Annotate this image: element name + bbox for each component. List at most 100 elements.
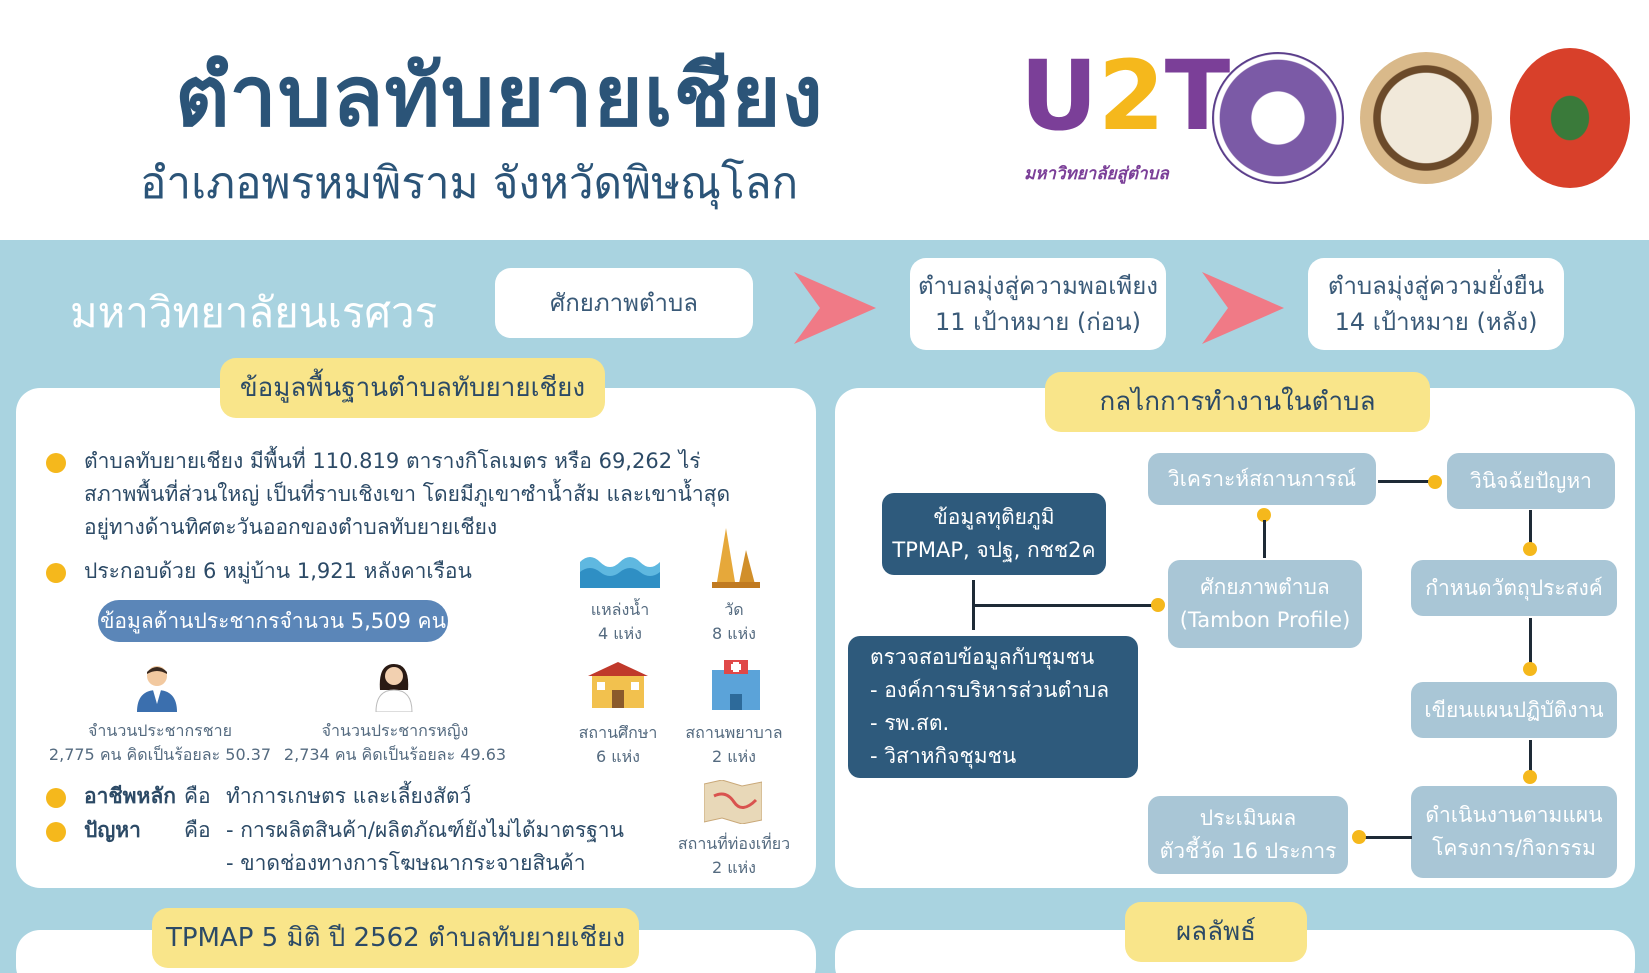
ministry-seal-icon — [1212, 52, 1344, 184]
evaluate-line2: ตัวชี้วัด 16 ประการ — [1159, 839, 1337, 863]
profile-line1: ศักยภาพตำบล — [1200, 575, 1330, 599]
occupation-value: ทำการเกษตร และเลี้ยงสัตว์ — [226, 784, 472, 808]
temple-label: วัด — [724, 600, 744, 619]
verify-title: ตรวจสอบข้อมูลกับชุมชน — [870, 645, 1095, 669]
female-label: จำนวนประชากรหญิง — [321, 721, 469, 740]
hospital-label: สถานพยาบาล — [685, 723, 783, 742]
connector-line — [1378, 480, 1434, 483]
problem-is: คือ — [184, 818, 211, 842]
sustainability-line2: 14 เป้าหมาย (หลัง) — [1334, 308, 1538, 336]
operate-line1: ดำเนินงานตามแผน — [1425, 803, 1603, 827]
connector-line — [1358, 836, 1412, 839]
basic-info-heading: ข้อมูลพื้นฐานตำบลทับยายเชียง — [220, 358, 605, 418]
hospital-building-icon — [708, 660, 764, 714]
temple-value: 8 แห่ง — [712, 624, 756, 643]
area-line2: สภาพพื้นที่ส่วนใหญ่ เป็นที่ราบเชิงเขา โด… — [84, 482, 731, 506]
objective-box: กำหนดวัตถุประสงค์ — [1411, 560, 1617, 616]
verify-item-3: - วิสาหกิจชุมชน — [870, 744, 1017, 768]
header: ตำบลทับยายเชียง อำเภอพรหมพิราม จังหวัดพิ… — [0, 0, 1649, 240]
bullet-dot-icon — [46, 453, 66, 473]
analyze-label: วิเคราะห์สถานการณ์ — [1167, 466, 1357, 491]
connector-dot-icon — [1523, 770, 1537, 784]
male-value: 2,775 คน คิดเป็นร้อยละ 50.37 — [48, 745, 272, 764]
female-person-icon — [372, 660, 416, 716]
profile-line2: (Tambon Profile) — [1179, 608, 1351, 632]
bullet-dot-icon — [46, 563, 66, 583]
connector-line — [972, 604, 1160, 607]
verify-item-2: - รพ.สต. — [870, 711, 950, 735]
connector-dot-icon — [1352, 830, 1366, 844]
tourism-label: สถานที่ท่องเที่ยว — [677, 834, 791, 853]
secondary-line1: ข้อมูลทุติยภูมิ — [933, 505, 1055, 529]
connector-line — [1529, 510, 1532, 546]
connector-line — [1529, 740, 1532, 776]
tourism-value: 2 แห่ง — [712, 858, 756, 877]
occupation-key: อาชีพหลัก — [84, 784, 176, 808]
tpmap-heading: TPMAP 5 มิติ ปี 2562 ตำบลทับยายเชียง — [152, 908, 639, 968]
occupation-is: คือ — [184, 784, 211, 808]
diagnose-box: วินิจฉัยปัญหา — [1447, 453, 1615, 509]
community-verify-box: ตรวจสอบข้อมูลกับชุมชน - องค์การบริหารส่ว… — [848, 636, 1138, 778]
potential-pill: ศักยภาพตำบล — [495, 268, 753, 338]
male-person-icon — [135, 664, 179, 716]
results-heading: ผลลัพธ์ — [1125, 902, 1307, 962]
bullet-dot-icon — [46, 788, 66, 808]
u2t-letter-2: 2 — [1097, 40, 1165, 152]
connector-dot-icon — [1523, 662, 1537, 676]
connector-dot-icon — [1151, 598, 1165, 612]
map-tourism-icon — [703, 779, 763, 828]
province-seal-icon — [1510, 48, 1630, 188]
connector-dot-icon — [1257, 508, 1271, 522]
area-line3: อยู่ทางด้านทิศตะวันออกของตำบลทับยายเชียง — [84, 515, 498, 539]
plan-box: เขียนแผนปฏิบัติงาน — [1411, 682, 1617, 738]
plan-label: เขียนแผนปฏิบัติงาน — [1424, 697, 1604, 722]
sufficiency-pill: ตำบลมุ่งสู่ความพอเพียง 11 เป้าหมาย (ก่อน… — [910, 258, 1166, 350]
male-label: จำนวนประชากรชาย — [88, 721, 232, 740]
school-value: 6 แห่ง — [596, 747, 640, 766]
page-subtitle: อำเภอพรหมพิราม จังหวัดพิษณุโลก — [140, 158, 799, 209]
water-waves-icon — [580, 552, 660, 592]
university-elephant-seal-icon — [1360, 52, 1492, 184]
female-value: 2,734 คน คิดเป็นร้อยละ 49.63 — [283, 745, 507, 764]
school-label: สถานศึกษา — [578, 723, 658, 742]
evaluate-box: ประเมินผล ตัวชี้วัด 16 ประการ — [1148, 796, 1348, 874]
u2t-letter-u: U — [1020, 40, 1098, 152]
school-building-icon — [588, 660, 648, 712]
u2t-subtitle: มหาวิทยาลัยสู่ตำบล — [1024, 164, 1169, 184]
sufficiency-line2: 11 เป้าหมาย (ก่อน) — [935, 308, 1141, 336]
secondary-line2: TPMAP, จปฐ, กชช2ค — [892, 538, 1096, 562]
potential-label: ศักยภาพตำบล — [550, 289, 698, 317]
population-badge: ข้อมูลด้านประชากรจำนวน 5,509 คน — [98, 600, 448, 642]
villages-text: ประกอบด้วย 6 หมู่บ้าน 1,921 หลังคาเรือน — [84, 559, 472, 583]
hospital-value: 2 แห่ง — [712, 747, 756, 766]
water-value: 4 แห่ง — [598, 624, 642, 643]
connector-dot-icon — [1523, 542, 1537, 556]
university-name: มหาวิทยาลัยนเรศวร — [70, 288, 438, 337]
diagnose-label: วินิจฉัยปัญหา — [1470, 468, 1592, 493]
connector-line — [1529, 618, 1532, 664]
logo-group: U2T มหาวิทยาลัยสู่ตำบล — [1020, 40, 1640, 200]
problem-item-2: - ขาดช่องทางการโฆษณากระจายสินค้า — [226, 851, 586, 875]
secondary-data-box: ข้อมูลทุติยภูมิ TPMAP, จปฐ, กชช2ค — [882, 493, 1106, 575]
evaluate-line1: ประเมินผล — [1199, 806, 1297, 830]
problem-item-1: - การผลิตสินค้า/ผลิตภัณฑ์ยังไม่ได้มาตรฐา… — [226, 818, 624, 842]
connector-line — [1263, 520, 1266, 558]
tambon-profile-box: ศักยภาพตำบล (Tambon Profile) — [1168, 560, 1362, 648]
temple-pagoda-icon — [706, 528, 762, 592]
analyze-box: วิเคราะห์สถานการณ์ — [1148, 453, 1376, 505]
water-label: แหล่งน้ำ — [590, 600, 650, 619]
sustainability-pill: ตำบลมุ่งสู่ความยั่งยืน 14 เป้าหมาย (หลัง… — [1308, 258, 1564, 350]
operate-box: ดำเนินงานตามแผน โครงการ/กิจกรรม — [1411, 786, 1617, 878]
verify-item-1: - องค์การบริหารส่วนตำบล — [870, 678, 1110, 702]
sustainability-line1: ตำบลมุ่งสู่ความยั่งยืน — [1327, 272, 1545, 300]
u2t-logo: U2T มหาวิทยาลัยสู่ตำบล — [1020, 40, 1230, 190]
connector-dot-icon — [1428, 475, 1442, 489]
objective-label: กำหนดวัตถุประสงค์ — [1425, 575, 1603, 600]
sufficiency-line1: ตำบลมุ่งสู่ความพอเพียง — [917, 272, 1159, 300]
area-line1: ตำบลทับยายเชียง มีพื้นที่ 110.819 ตารางก… — [84, 449, 701, 473]
page-title: ตำบลทับยายเชียง — [175, 47, 824, 145]
problem-key: ปัญหา — [84, 818, 141, 842]
mechanism-heading: กลไกการทำงานในตำบล — [1045, 372, 1430, 432]
operate-line2: โครงการ/กิจกรรม — [1432, 836, 1596, 860]
bullet-dot-icon — [46, 822, 66, 842]
